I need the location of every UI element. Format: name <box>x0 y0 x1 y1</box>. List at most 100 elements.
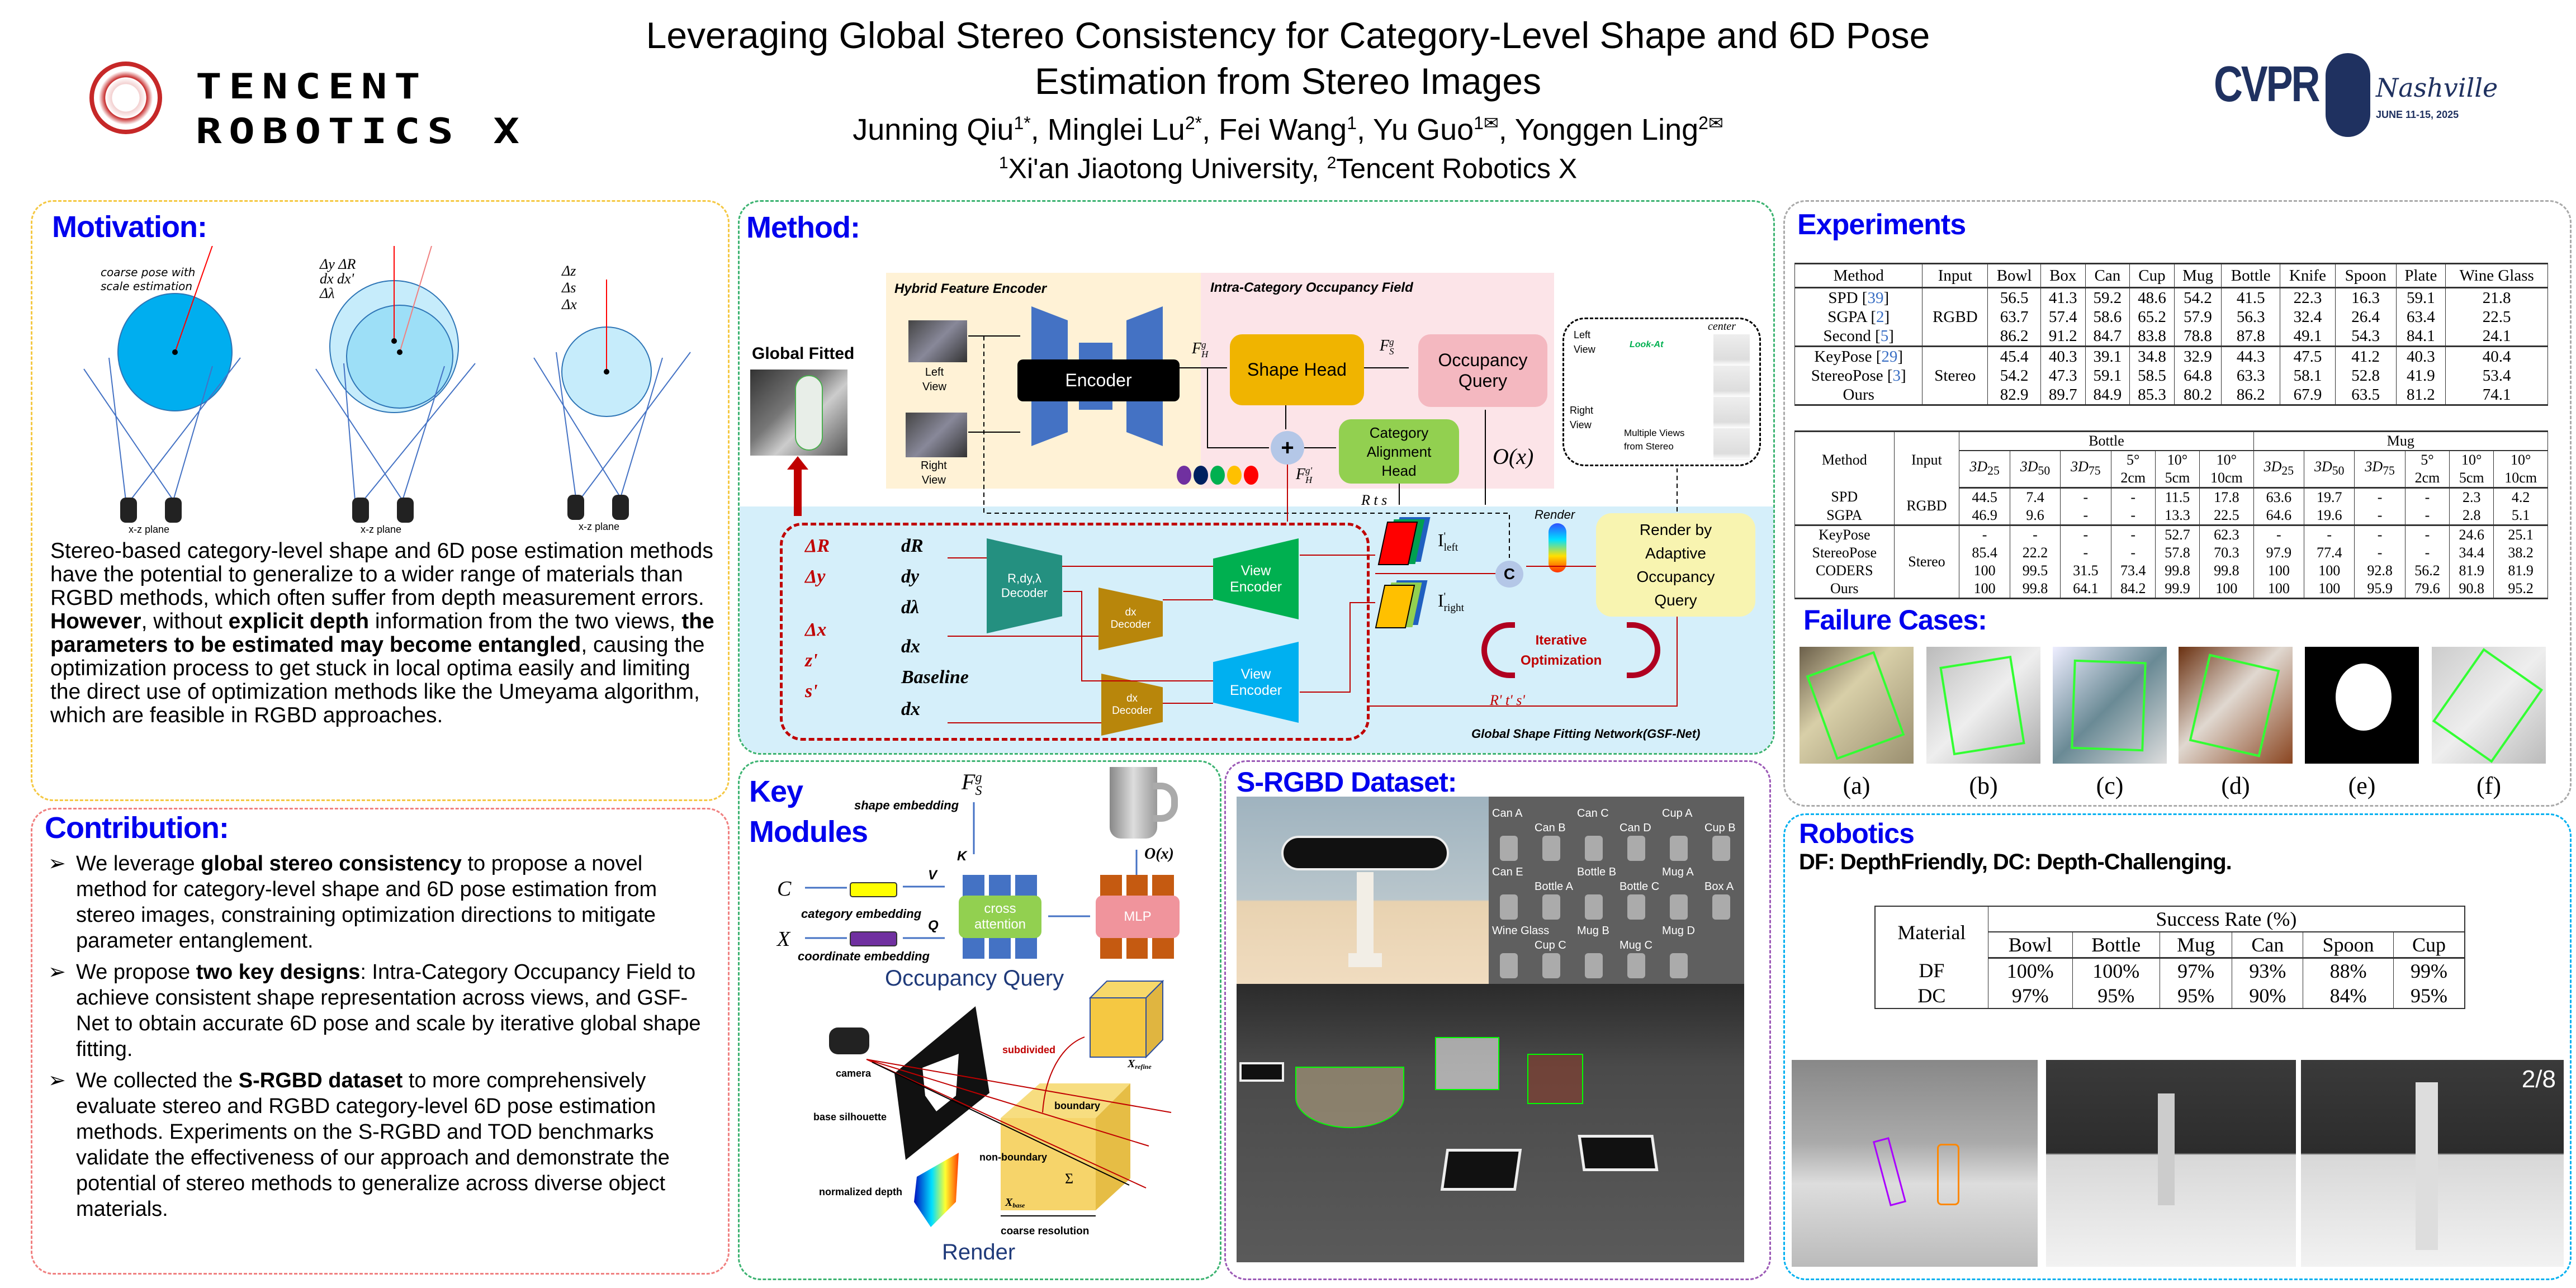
value-cell: 65.2 <box>2129 307 2175 326</box>
occupancy-output-label: O(x) <box>1144 845 1174 863</box>
citation-link[interactable]: 3 <box>1892 367 1901 385</box>
symbol: I <box>1438 530 1444 550</box>
category-dot <box>1227 466 1242 485</box>
value-cell: 11.5 <box>2154 487 2200 506</box>
emphasis-text: However <box>50 609 141 633</box>
citation-link[interactable]: 2 <box>1876 308 1884 326</box>
value-cell: 100 <box>1959 562 2010 580</box>
subscript: S <box>1389 345 1394 357</box>
category-dot <box>1210 466 1225 485</box>
object-label: Can A <box>1492 807 1523 820</box>
entangled-diagram <box>315 246 476 501</box>
citation-link[interactable]: 39 <box>1867 289 1884 307</box>
i-left-label: I'left <box>1438 530 1458 553</box>
value-cell: 57.9 <box>2174 307 2222 326</box>
method-cell: Ours <box>1794 580 1895 599</box>
catalog-object <box>1712 894 1730 920</box>
label-line: Optimization <box>1521 653 1602 668</box>
method-title: Method: <box>746 211 860 244</box>
method-name: SPD <box>1828 289 1858 307</box>
mug-mesh-image <box>1110 767 1157 839</box>
emphasis-text: the parameters to be estimated may becom… <box>50 609 714 657</box>
emphasis-text: two key designs <box>196 960 361 984</box>
value-cell: 97.9 <box>2253 544 2304 562</box>
value-cell: - <box>2404 487 2450 506</box>
method-cell: SGPA [2] <box>1794 307 1922 326</box>
global-fitted-image <box>750 370 847 456</box>
method-name: StereoPose <box>1811 367 1883 385</box>
title-line-2: Estimation from Stereo Images <box>1034 60 1542 102</box>
value-cell: 39.1 <box>2085 345 2130 366</box>
metric-distance: 5cm <box>2165 470 2190 486</box>
motivation-diagram <box>83 246 691 523</box>
value-cell: 80.2 <box>2174 385 2222 405</box>
value-cell: 81.2 <box>2395 385 2446 405</box>
metric-header: 3D75 <box>2060 451 2111 489</box>
metric-header: 3D25 <box>1959 451 2010 489</box>
object-label: Mug C <box>1620 939 1652 951</box>
value-cell: 93% <box>2232 958 2303 983</box>
subscript: right <box>1443 602 1464 614</box>
metric-subscript: 75 <box>2383 464 2395 478</box>
value-cell: - <box>2354 506 2405 525</box>
metric-distance: 10cm <box>2210 470 2243 486</box>
label-line: Occupancy <box>1636 567 1715 585</box>
failure-image <box>2179 647 2293 764</box>
value-cell: 47.3 <box>2040 366 2086 385</box>
output-label: dy <box>901 566 920 587</box>
value-cell: 74.1 <box>2445 385 2548 405</box>
cvpr-logo: CVPR Nashville JUNE 11-15, 2025 <box>2214 53 2498 137</box>
author-affiliation-mark: 2* <box>1185 113 1202 133</box>
title-line-1: Leveraging Global Stereo Consistency for… <box>646 15 1930 56</box>
label-line: Occupancy <box>1438 350 1528 370</box>
label-line: Iterative <box>1535 633 1587 648</box>
contribution-item: We leverage global stereo consistency to… <box>45 851 716 954</box>
catalog-object <box>1670 953 1688 978</box>
label-line: Category <box>1369 424 1429 441</box>
plane-label: x-z plane <box>361 524 402 535</box>
base-silhouette-label: base silhouette <box>813 1111 887 1123</box>
column-header: Can <box>2232 932 2303 959</box>
failure-label: (b) <box>1969 772 1998 799</box>
occupancy-field-label: Intra-Category Occupancy Field <box>1210 280 1413 295</box>
citation-link[interactable]: 5 <box>1880 327 1889 345</box>
value-cell: 70.3 <box>2199 544 2254 562</box>
method-cell: SPD [39] <box>1794 287 1922 307</box>
object-label: Can E <box>1492 866 1523 878</box>
label-line: View <box>1240 666 1271 682</box>
separator: , <box>1202 113 1219 146</box>
value-cell: 84% <box>2303 983 2394 1008</box>
label-line: Left <box>1574 329 1591 340</box>
robotics-title: Robotics <box>1799 818 1915 849</box>
metric-name: 3D <box>2264 458 2282 475</box>
method-cell: KeyPose [29] <box>1794 345 1922 366</box>
value-cell: 90% <box>2232 983 2303 1008</box>
value-cell: - <box>2304 524 2355 544</box>
metric-name: 3D <box>2365 458 2383 475</box>
label-line: dx <box>1125 607 1137 618</box>
citation-link[interactable]: 29 <box>1881 348 1898 366</box>
value-cell: 44.3 <box>2221 345 2280 366</box>
value-cell: 95% <box>2072 983 2160 1008</box>
author-affiliation-mark: 1* <box>1014 113 1031 133</box>
author: Fei Wang <box>1219 113 1347 146</box>
plane-label: x-z plane <box>579 521 620 532</box>
object-label: Mug A <box>1662 866 1694 878</box>
value-cell: 81.9 <box>2449 562 2494 580</box>
separator: , <box>1030 113 1048 146</box>
label-line: from Stereo <box>1624 441 1674 452</box>
value-cell: 63.6 <box>2253 487 2304 506</box>
metric-angle: 10° <box>2510 452 2531 468</box>
superscript: ' <box>1443 531 1446 543</box>
subscript: left <box>1443 541 1459 553</box>
